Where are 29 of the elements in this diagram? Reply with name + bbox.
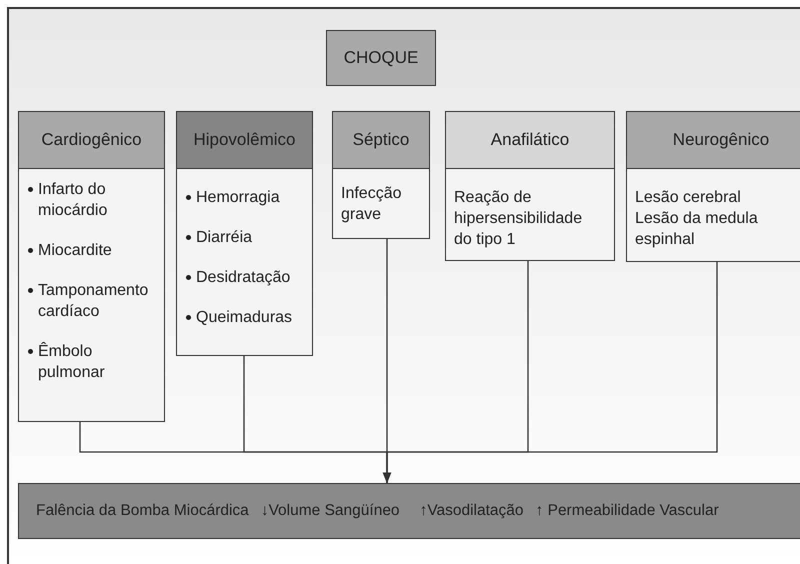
cause-text: Lesão cerebral: [635, 188, 742, 208]
category-header: Anafilático: [446, 112, 614, 169]
bullet-item: Queimaduras: [185, 307, 306, 328]
cause-text: Infecção grave: [341, 184, 402, 225]
outcome-text: ↑Vasodilatação: [420, 502, 524, 520]
bullet-item: Desidratação: [185, 267, 306, 288]
bullet-item: Infarto do miocárdio: [27, 179, 158, 221]
bullet-item: Tamponamento cardíaco: [27, 280, 158, 322]
category-box: [332, 111, 430, 239]
bullet-item: Miocardite: [27, 240, 158, 261]
bullet-item: Êmbolo pulmonar: [27, 341, 158, 383]
category-header: Séptico: [333, 112, 429, 169]
category-header: Hipovolêmico: [177, 112, 312, 169]
outcome-bar: [18, 483, 800, 539]
category-box: [445, 111, 615, 261]
outcome-text: ↑ Permeabilidade Vascular: [536, 502, 719, 520]
category-box: [18, 111, 165, 422]
bullet-item: Diarréia: [185, 227, 306, 248]
category-header: Cardiogênico: [19, 112, 164, 169]
category-header: Neurogênico: [627, 112, 800, 169]
category-box: [626, 111, 800, 262]
title-box: CHOQUE: [326, 30, 436, 86]
connector-arrow: [382, 262, 718, 483]
cause-text: Lesão da medula espinhal: [635, 209, 759, 250]
bullet-item: Hemorragia: [185, 187, 306, 208]
outcome-text: Falência da Bomba Miocárdica: [36, 502, 249, 520]
outcome-text: ↓Volume Sangüíneo: [260, 502, 400, 520]
cause-text: Reação de hipersensibilidade do tipo 1: [454, 188, 584, 250]
category-box: [176, 111, 313, 356]
